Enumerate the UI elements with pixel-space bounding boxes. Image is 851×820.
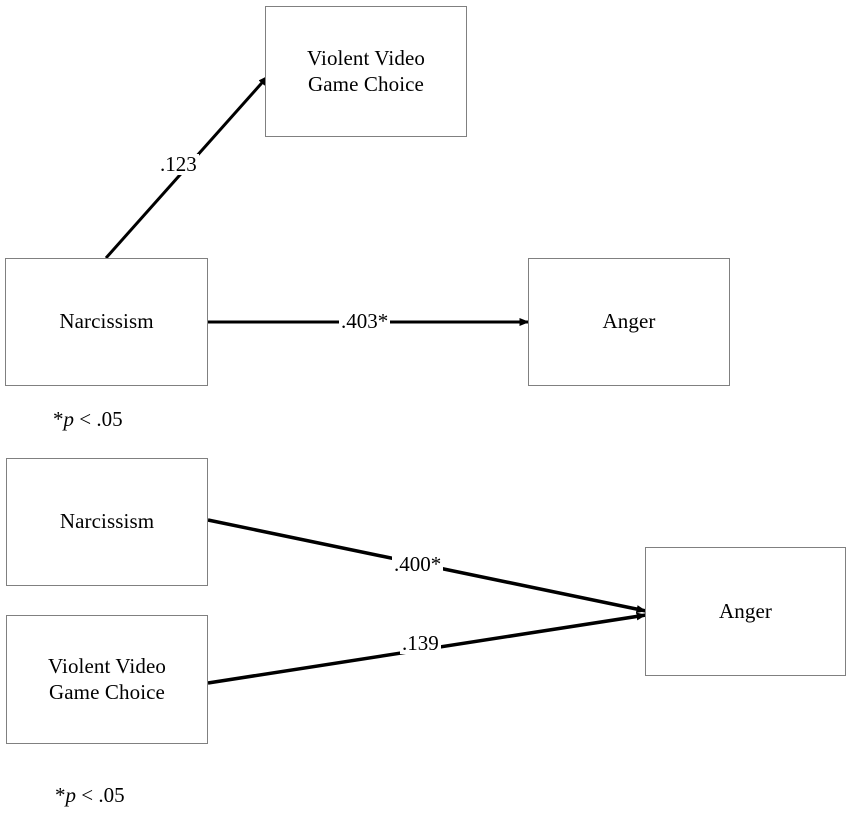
node-anger-bottom[interactable]: Anger xyxy=(645,547,846,676)
edge-label-vvgc-to-anger-bottom: .139 xyxy=(400,631,441,655)
edge-label-narcissism-to-anger-bottom: .400* xyxy=(392,552,444,576)
edge-label-narcissism-to-vvgc: .123 xyxy=(158,152,199,176)
note-threshold: < .05 xyxy=(74,407,123,431)
node-label: Violent Video Game Choice xyxy=(307,45,425,96)
note-asterisk: * xyxy=(53,407,64,431)
significance-note-bottom: *p < .05 xyxy=(55,783,125,808)
edge-label-narcissism-to-anger-top: .403* xyxy=(339,309,391,333)
note-p-symbol: p xyxy=(63,407,75,431)
node-violent-video-game-choice-bottom[interactable]: Violent Video Game Choice xyxy=(6,615,208,744)
note-p-symbol: p xyxy=(65,783,77,807)
node-label: Narcissism xyxy=(59,309,154,334)
node-label: Narcissism xyxy=(59,509,155,534)
node-narcissism-top[interactable]: Narcissism xyxy=(5,258,208,386)
node-label: Anger xyxy=(719,598,772,623)
node-anger-top[interactable]: Anger xyxy=(528,258,730,386)
node-violent-video-game-choice-top[interactable]: Violent Video Game Choice xyxy=(265,6,467,137)
significance-note-top: *p < .05 xyxy=(53,407,123,432)
note-threshold: < .05 xyxy=(76,783,125,807)
note-asterisk: * xyxy=(55,783,66,807)
node-label: Violent Video Game Choice xyxy=(48,653,166,704)
node-narcissism-bottom[interactable]: Narcissism xyxy=(6,458,208,586)
node-label: Anger xyxy=(602,309,656,334)
